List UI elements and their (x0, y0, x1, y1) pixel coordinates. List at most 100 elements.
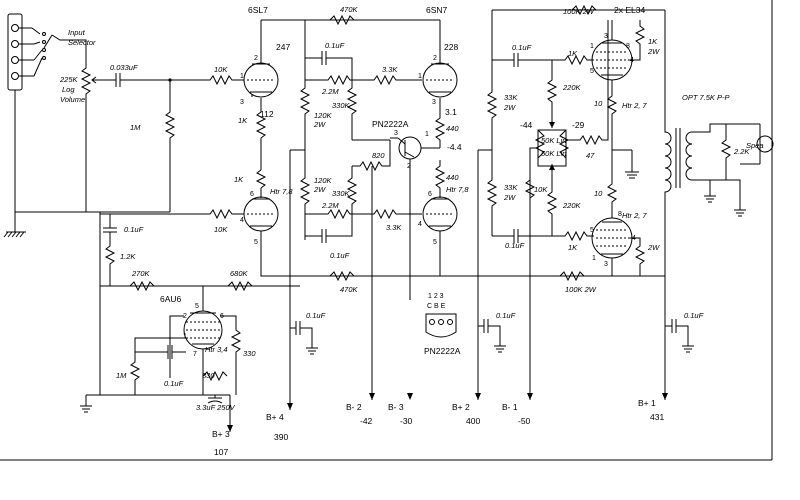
tube-6sn7-upper: 6SN7 228 2 1 3 3.1 (418, 5, 458, 117)
htr-78-a-label: Htr 7,8 (270, 187, 293, 196)
r-680k-label: 680K (230, 269, 249, 278)
svg-text:3: 3 (604, 261, 608, 268)
rail-bm3-label: B- 3 (388, 402, 404, 412)
r-22m-a-label: 2.2M (321, 87, 339, 96)
v-m44-b: -44 (520, 120, 533, 130)
speaker-label: Spea (746, 141, 764, 150)
r-47-label: 47 (586, 151, 595, 160)
r-33k-c-watt: 2W (503, 103, 516, 112)
r-33k-b-label: 3.3K (386, 223, 402, 232)
ground-icon-cathode (625, 150, 639, 179)
r-10k-c-label: 10K (534, 185, 548, 194)
opt-label: OPT 7.5K P-P (682, 93, 730, 102)
r-120k-b-watt: 2W (313, 185, 326, 194)
svg-text:4: 4 (240, 217, 244, 224)
chassis-ground-icon (3, 231, 26, 238)
svg-text:5: 5 (590, 227, 594, 234)
input-selector-label-1: Input (68, 28, 86, 37)
r-10-a-label: 10 (594, 99, 603, 108)
r-1k-f-label: 2W (647, 243, 660, 252)
rail-bm1-value: -50 (518, 416, 531, 426)
transistor-pn2222a: PN2222A 3 1 2 -4.4 (372, 119, 462, 300)
svg-text:2: 2 (407, 163, 411, 170)
resistor-10k-grid-a: 10K (170, 65, 244, 86)
c-01-h-label: 0.1uF (512, 43, 532, 52)
rail-b1-value: 431 (650, 412, 664, 422)
rail-bm1-label: B- 1 (502, 402, 518, 412)
svg-text:1: 1 (592, 255, 596, 262)
cap-0-1uf-b: 0.1uF 1.2K (103, 214, 144, 286)
svg-text:5: 5 (590, 68, 594, 75)
c-01-f-label: 0.1uF (306, 311, 326, 320)
r-120k-a-label: 120K (314, 111, 333, 120)
r-330k-b-label: 330K (332, 189, 351, 198)
tube-el34-lower: 8 5 4 1 3 Htr 2, 7 (590, 211, 647, 268)
cap-0-1uf-d: 0.1uF (492, 229, 552, 250)
r-1m-b-label: 1M (116, 371, 127, 380)
r-1m-label: 1M (130, 123, 141, 132)
input-selector-label-2: Selector (68, 38, 96, 47)
svg-text:2: 2 (433, 55, 437, 62)
r-100k-top-label: 100K 2W (563, 7, 595, 16)
v-247-label: 247 (276, 42, 290, 52)
volume-label: Volume (60, 95, 85, 104)
r-820-label: 820 (372, 151, 385, 160)
resistor-1m-grid: 1M (130, 78, 176, 212)
svg-text:3: 3 (240, 99, 244, 106)
v-31-label: 3.1 (445, 107, 457, 117)
transistor-label: PN2222A (372, 119, 409, 129)
r-120k-b-label: 120K (314, 176, 333, 185)
svg-text:8: 8 (618, 211, 622, 218)
svg-text:5: 5 (433, 239, 437, 246)
pn-name: PN2222A (424, 346, 461, 356)
svg-text:5: 5 (195, 303, 199, 310)
pot-50k-b: 50K Lin (541, 149, 566, 158)
svg-text:3: 3 (394, 130, 398, 137)
pn2222a-pinout: 1 2 3 C B E PN2222A (424, 293, 461, 356)
c-input-label: 0.033uF (110, 63, 138, 72)
resistor-470k-top: 470K (329, 5, 359, 26)
svg-text:8: 8 (626, 43, 630, 50)
r-1k-b-label: 1K (234, 175, 244, 184)
svg-text:5: 5 (254, 239, 258, 246)
rail-b3-value: 107 (214, 447, 228, 457)
r-470k-top-label: 470K (340, 5, 359, 14)
volume-type: Log (62, 85, 75, 94)
v-m44-label: -4.4 (447, 142, 462, 152)
v-440-b-label: 440 (446, 173, 459, 182)
svg-text:7: 7 (193, 351, 197, 358)
r-330-a-label: 330 (243, 349, 256, 358)
r-330-b-label: 330 (202, 371, 215, 380)
r-220k-a-label: 220K (562, 83, 582, 92)
cap-0-1uf-f: 0.1uF (290, 311, 326, 355)
r-330k-a-label: 330K (332, 101, 351, 110)
svg-text:3: 3 (432, 99, 436, 106)
r-10k-a-label: 10K (214, 65, 228, 74)
cap-0-1uf-b1: 0.1uF (665, 311, 704, 353)
rail-b3-label: B+ 3 (212, 429, 230, 439)
svg-text:3: 3 (604, 33, 608, 40)
ground-icon-left (80, 395, 92, 413)
rail-b4-label: B+ 4 (266, 412, 284, 422)
svg-text:1: 1 (418, 73, 422, 80)
svg-text:6: 6 (250, 191, 254, 198)
c-01-b1-label: 0.1uF (684, 311, 704, 320)
rail-b2-label: B+ 2 (452, 402, 470, 412)
cap-3-3uf: 3.3uF 250V (196, 395, 236, 412)
svg-text:1: 1 (425, 131, 429, 138)
v-228-label: 228 (444, 42, 458, 52)
r-1k-d-label: 1K (568, 243, 578, 252)
r-1k-e-label: 1K (648, 37, 658, 46)
tube-6sl7-label: 6SL7 (248, 5, 268, 15)
r-1k-e-watt: 2W (647, 47, 660, 56)
svg-text:1: 1 (240, 73, 244, 80)
tube-6au6-label: 6AU6 (160, 294, 182, 304)
r-12k-label: 1.2K (120, 252, 136, 261)
htr-78-b-label: Htr 7,8 (446, 185, 469, 194)
tube-el34-upper: 2x EL34 3 1 5 4 8 (590, 5, 645, 81)
rail-bm2-label: B- 2 (346, 402, 362, 412)
tube-6sl7-lower: 6 4 5 Htr 7,8 (240, 187, 293, 246)
rail-bm3-value: -30 (400, 416, 413, 426)
cap-0-1uf-g: 0.1uF (478, 311, 516, 353)
